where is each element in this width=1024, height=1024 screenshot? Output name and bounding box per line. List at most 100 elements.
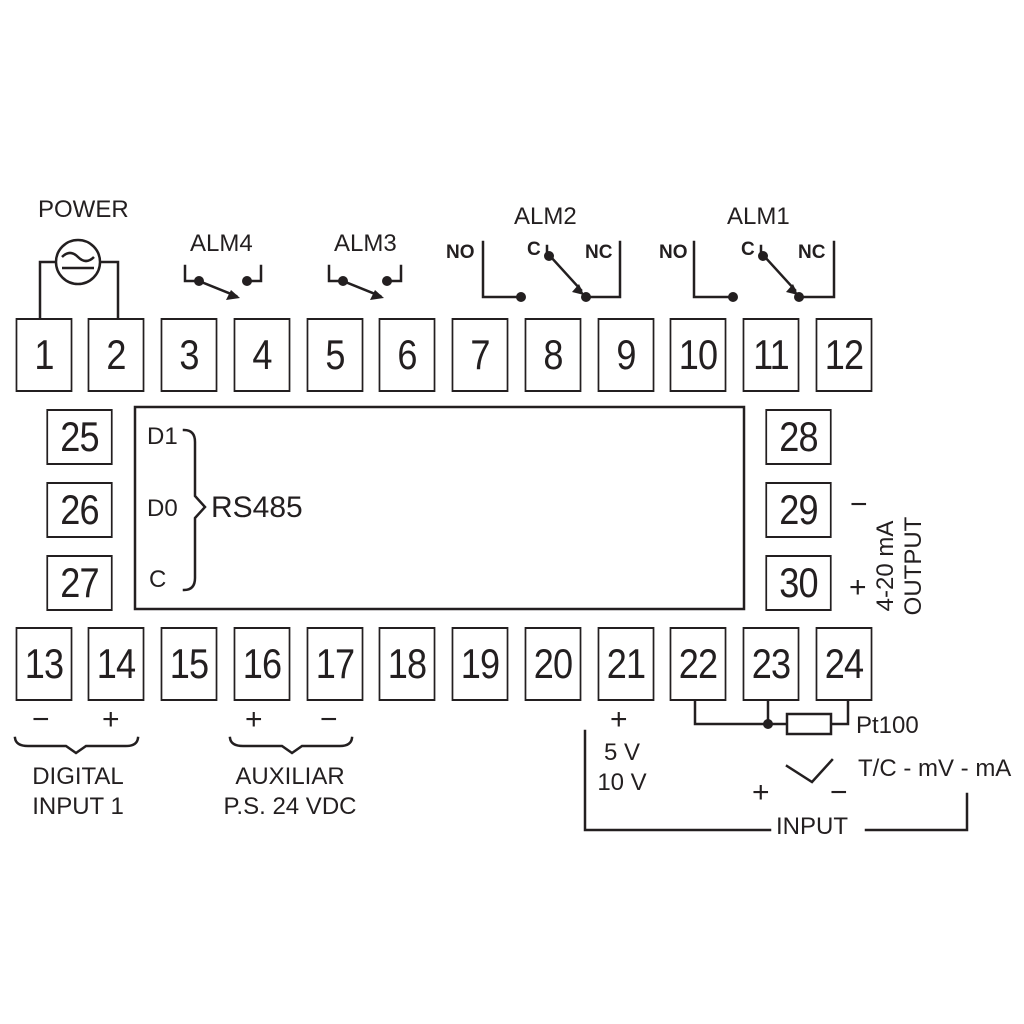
- pt100-resistor: [785, 712, 833, 736]
- pt100-wire-left: [693, 699, 789, 726]
- alm4-arrow-icon: [226, 290, 240, 300]
- power-label: POWER: [38, 196, 129, 223]
- terminal-4: 4: [233, 318, 291, 392]
- terminal-8: 8: [524, 318, 582, 392]
- aux-minus-label: −: [320, 703, 338, 736]
- alm1-no-label: NO: [659, 242, 688, 263]
- terminal-19: 19: [451, 627, 509, 701]
- tc-label: T/C - mV - mA: [858, 755, 1012, 782]
- digital-line2: INPUT 1: [32, 793, 124, 820]
- rs485-c-label: C: [149, 566, 167, 593]
- terminal-7: 7: [451, 318, 509, 392]
- terminal-30: 30: [765, 555, 832, 611]
- terminal-22: 22: [669, 627, 727, 701]
- terminal-14: 14: [87, 627, 145, 701]
- auxiliar-line2: P.S. 24 VDC: [223, 793, 357, 820]
- alm2-arrow-icon: [572, 284, 584, 295]
- terminal-2: 2: [87, 318, 145, 392]
- terminal-17: 17: [306, 627, 364, 701]
- alm2-c-dot: [544, 251, 554, 261]
- tc-plus-label: +: [752, 776, 770, 809]
- ac-source-icon: [54, 238, 102, 286]
- auxiliar-brace: [228, 736, 354, 755]
- alm4-dot-right: [242, 276, 252, 286]
- terminal-6: 6: [378, 318, 436, 392]
- terminal-29: 29: [765, 482, 832, 538]
- alm1-nc-wire: [797, 240, 836, 299]
- ac-sine-icon: [61, 251, 95, 263]
- terminal-26: 26: [46, 482, 113, 538]
- input-bracket-left: [583, 729, 772, 832]
- terminal-12: 12: [815, 318, 873, 392]
- digital-line1: DIGITAL: [32, 763, 124, 790]
- alm1-no-wire: [692, 240, 735, 299]
- terminal-13: 13: [15, 627, 73, 701]
- input-v-plus-label: +: [610, 703, 628, 736]
- output-minus-label: −: [850, 488, 868, 521]
- rs485-brace: [182, 428, 207, 592]
- digital-minus-label: −: [32, 703, 50, 736]
- alm2-nc-label: NC: [585, 242, 613, 263]
- output-plus-label: +: [849, 571, 867, 604]
- terminal-15: 15: [160, 627, 218, 701]
- terminal-16: 16: [233, 627, 291, 701]
- alm1-contact: [762, 254, 797, 292]
- alm1-nc-label: NC: [798, 242, 826, 263]
- terminal-3: 3: [160, 318, 218, 392]
- pt100-label: Pt100: [856, 712, 919, 739]
- alm2-nc-wire: [584, 240, 622, 299]
- voltage-10v: 10 V: [597, 769, 647, 796]
- digital-input-brace: [13, 736, 140, 755]
- alm1-c-label: C: [741, 239, 755, 260]
- digital-plus-label: +: [102, 703, 120, 736]
- alm3-dot-left: [338, 276, 348, 286]
- auxiliar-label: AUXILIAR P.S. 24 VDC: [210, 762, 370, 822]
- alm2-contact: [548, 254, 583, 292]
- voltage-input-label: 5 V 10 V: [592, 738, 652, 798]
- terminal-28: 28: [765, 409, 832, 465]
- alm1-arrow-icon: [786, 284, 798, 295]
- terminal-25: 25: [46, 409, 113, 465]
- alm2-label: ALM2: [514, 203, 577, 230]
- input-bracket-right: [864, 792, 969, 832]
- power-wire-right: [98, 260, 120, 320]
- output-line2: OUTPUT: [899, 516, 927, 616]
- rs485-label: RS485: [211, 491, 303, 524]
- alm2-no-dot: [516, 292, 526, 302]
- pt100-junction-dot: [763, 719, 773, 729]
- terminal-5: 5: [306, 318, 364, 392]
- alm1-c-dot: [758, 251, 768, 261]
- terminal-23: 23: [742, 627, 800, 701]
- thermocouple-junction: [785, 758, 834, 784]
- terminal-20: 20: [524, 627, 582, 701]
- terminal-9: 9: [597, 318, 655, 392]
- alm2-c-label: C: [527, 239, 541, 260]
- alm2-no-wire: [481, 240, 523, 299]
- terminal-1: 1: [15, 318, 73, 392]
- alm2-nc-dot: [581, 292, 591, 302]
- alm4-dot-left: [194, 276, 204, 286]
- voltage-5v: 5 V: [603, 739, 641, 766]
- alm1-nc-dot: [794, 292, 804, 302]
- output-line1: 4-20 mA: [872, 520, 899, 612]
- terminal-21: 21: [597, 627, 655, 701]
- aux-plus-label: +: [245, 703, 263, 736]
- auxiliar-line1: AUXILIAR: [235, 763, 345, 790]
- terminal-27: 27: [46, 555, 113, 611]
- rs485-d1-label: D1: [147, 423, 178, 450]
- terminal-18: 18: [378, 627, 436, 701]
- terminal-24: 24: [815, 627, 873, 701]
- alm2-no-label: NO: [446, 242, 475, 263]
- alm1-label: ALM1: [727, 203, 790, 230]
- power-wire-left: [38, 260, 58, 320]
- controller-body: [133, 405, 746, 611]
- alm3-label: ALM3: [334, 230, 397, 257]
- input-label: INPUT: [776, 813, 848, 840]
- terminal-10: 10: [669, 318, 727, 392]
- alm3-dot-right: [382, 276, 392, 286]
- alm1-no-dot: [728, 292, 738, 302]
- rs485-d0-label: D0: [147, 495, 178, 522]
